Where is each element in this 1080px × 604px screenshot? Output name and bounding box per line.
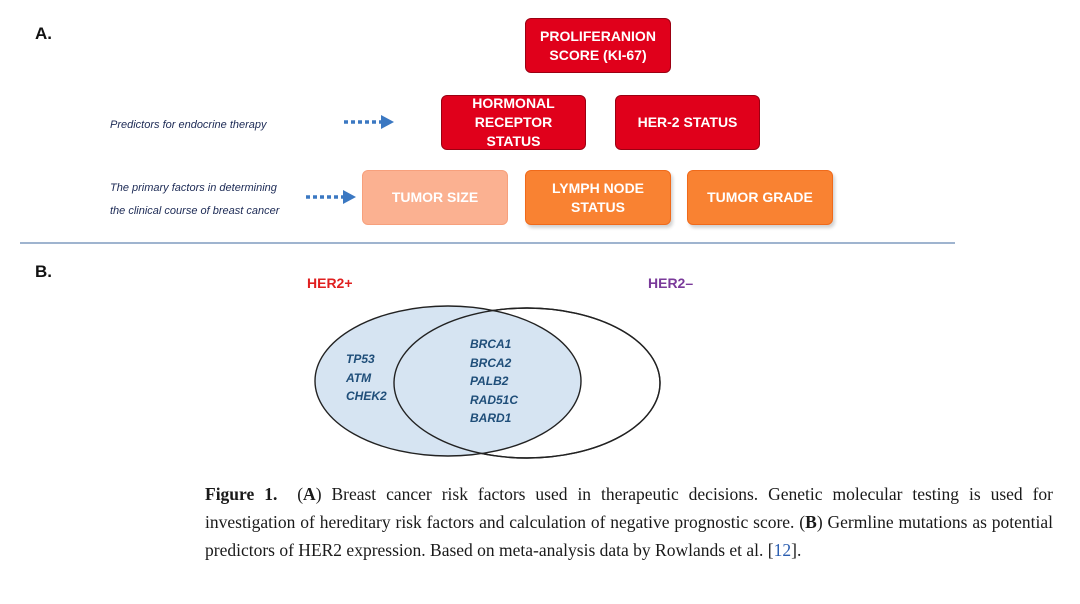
her2-negative-outline <box>393 307 661 459</box>
caption-part-b-label: B <box>805 512 817 532</box>
clinical-course-caption: The primary factors in determining the c… <box>110 182 280 217</box>
gene-label: CHEK2 <box>346 389 387 403</box>
tumor-grade-label: TUMOR GRADE <box>707 189 813 205</box>
hormonal-receptor-status-box: HORMONAL RECEPTOR STATUS <box>441 95 586 150</box>
her2-negative-title: HER2– <box>648 275 694 291</box>
tumor-grade-box: TUMOR GRADE <box>687 170 833 225</box>
hormonal-receptor-status-label: HORMONAL RECEPTOR STATUS <box>472 95 555 149</box>
her2-positive-only-genes: TP53 ATM CHEK2 <box>346 350 387 406</box>
endocrine-arrow-icon <box>344 115 394 129</box>
panel-a-label: A. <box>35 24 52 43</box>
gene-label: BRCA2 <box>470 355 512 370</box>
gene-label: RAD51C <box>470 392 519 407</box>
her2-positive-title: HER2+ <box>307 275 353 291</box>
caption-part-a-label: A <box>303 484 316 504</box>
reference-link[interactable]: 12 <box>773 540 792 560</box>
her2-status-label: HER-2 STATUS <box>637 114 738 130</box>
her2-positive-circle <box>314 305 582 457</box>
gene-label: TP53 <box>346 352 375 366</box>
endocrine-therapy-caption: Predictors for endocrine therapy <box>110 119 267 131</box>
caption-end: . <box>796 540 802 560</box>
lymph-node-status-label: LYMPH NODE STATUS <box>551 179 645 215</box>
gene-label: ATM <box>346 370 372 385</box>
tumor-size-label: TUMOR SIZE <box>391 189 479 205</box>
gene-label: BRCA1 <box>470 337 512 351</box>
caption-part-b-text: Germline mutations as potential predicto… <box>205 512 1053 560</box>
tumor-size-box: TUMOR SIZE <box>362 170 508 225</box>
panel-b-label: B. <box>35 262 52 281</box>
gene-label: BARD1 <box>470 411 512 425</box>
her2-status-box: HER-2 STATUS <box>615 95 760 150</box>
lymph-node-status-box: LYMPH NODE STATUS <box>525 170 671 225</box>
panel-divider <box>20 242 955 244</box>
proliferation-score-label: PROLIFERANION SCORE (KI-67) <box>540 27 656 63</box>
proliferation-score-box: PROLIFERANION SCORE (KI-67) <box>525 18 671 73</box>
clinical-course-arrow-icon <box>306 190 356 204</box>
figure-label: Figure 1. <box>205 484 278 504</box>
gene-label: PALB2 <box>470 374 509 388</box>
figure-caption: Figure 1. (A) Breast cancer risk factors… <box>205 484 1054 560</box>
intersection-genes: BRCA1 BRCA2 PALB2 RAD51C BARD1 <box>470 335 518 428</box>
caption-part-a-text: Breast cancer risk factors used in thera… <box>205 484 1054 532</box>
